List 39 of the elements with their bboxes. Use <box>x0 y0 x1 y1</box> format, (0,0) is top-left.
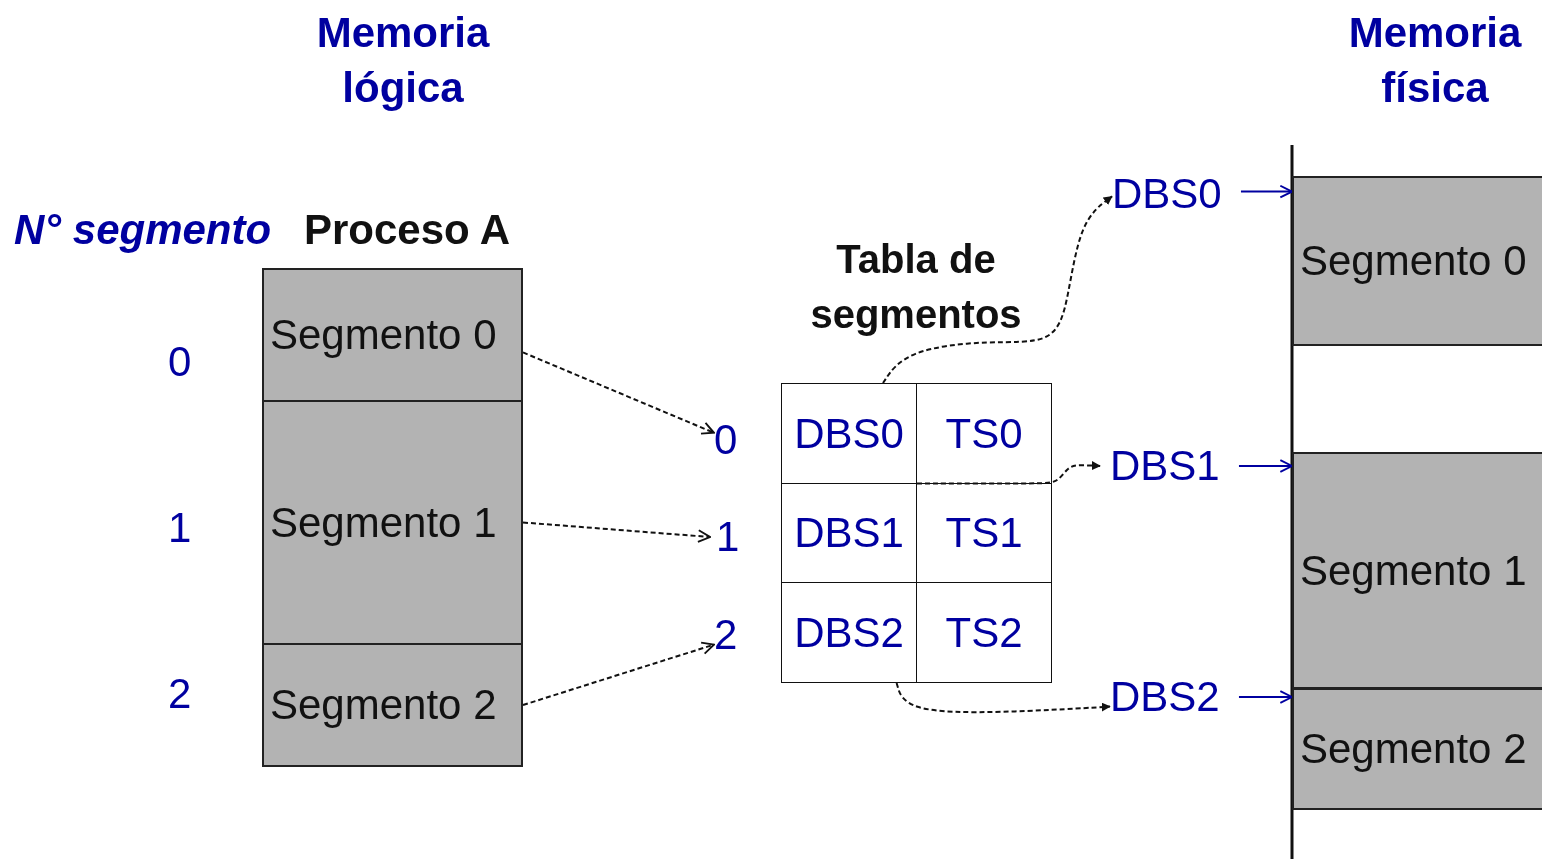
segment-label: Segmento 0 <box>1300 237 1527 285</box>
segment-label: Segmento 1 <box>1300 546 1527 595</box>
memory-segment <box>1292 176 1542 346</box>
base-address-label: DBS2 <box>1110 673 1234 721</box>
section-heading: Memoria física <box>1347 8 1523 113</box>
column-heading: N° segmento <box>14 206 273 254</box>
segment-label: Segmento 2 <box>270 681 497 729</box>
memory-segment <box>1292 452 1542 689</box>
memory-segment <box>1292 688 1542 810</box>
arrow <box>522 521 711 543</box>
arrow <box>522 641 715 706</box>
memory-segment <box>262 400 523 645</box>
segment-number: 1 <box>168 504 193 552</box>
table-cell: TS0 <box>916 383 1052 484</box>
segment-number: 2 <box>168 670 193 718</box>
table-index: 1 <box>716 513 746 561</box>
base-address-label: DBS0 <box>1112 170 1236 218</box>
table-index: 2 <box>714 611 744 659</box>
table-cell: TS2 <box>916 582 1052 683</box>
segment-label: Segmento 1 <box>270 498 497 547</box>
base-address-label: DBS1 <box>1110 442 1234 490</box>
arrow <box>1239 184 1293 199</box>
segment-number: 0 <box>168 338 193 386</box>
table-index: 0 <box>714 416 744 464</box>
arrow <box>1237 459 1293 473</box>
arrow <box>1237 690 1293 704</box>
segment-label: Segmento 0 <box>270 311 497 359</box>
section-heading: Memoria lógica <box>315 8 491 113</box>
table-heading: Tabla de segmentos <box>809 236 1023 338</box>
memory-segment <box>262 643 523 767</box>
arrow <box>916 461 1102 485</box>
table-cell: DBS0 <box>781 383 917 484</box>
memory-segment <box>262 268 523 402</box>
arrow <box>522 351 715 435</box>
arrow <box>895 682 1111 714</box>
arrow <box>882 195 1113 384</box>
table-cell: DBS2 <box>781 582 917 683</box>
segment-label: Segmento 2 <box>1300 725 1527 773</box>
process-heading: Proceso A <box>303 205 512 255</box>
